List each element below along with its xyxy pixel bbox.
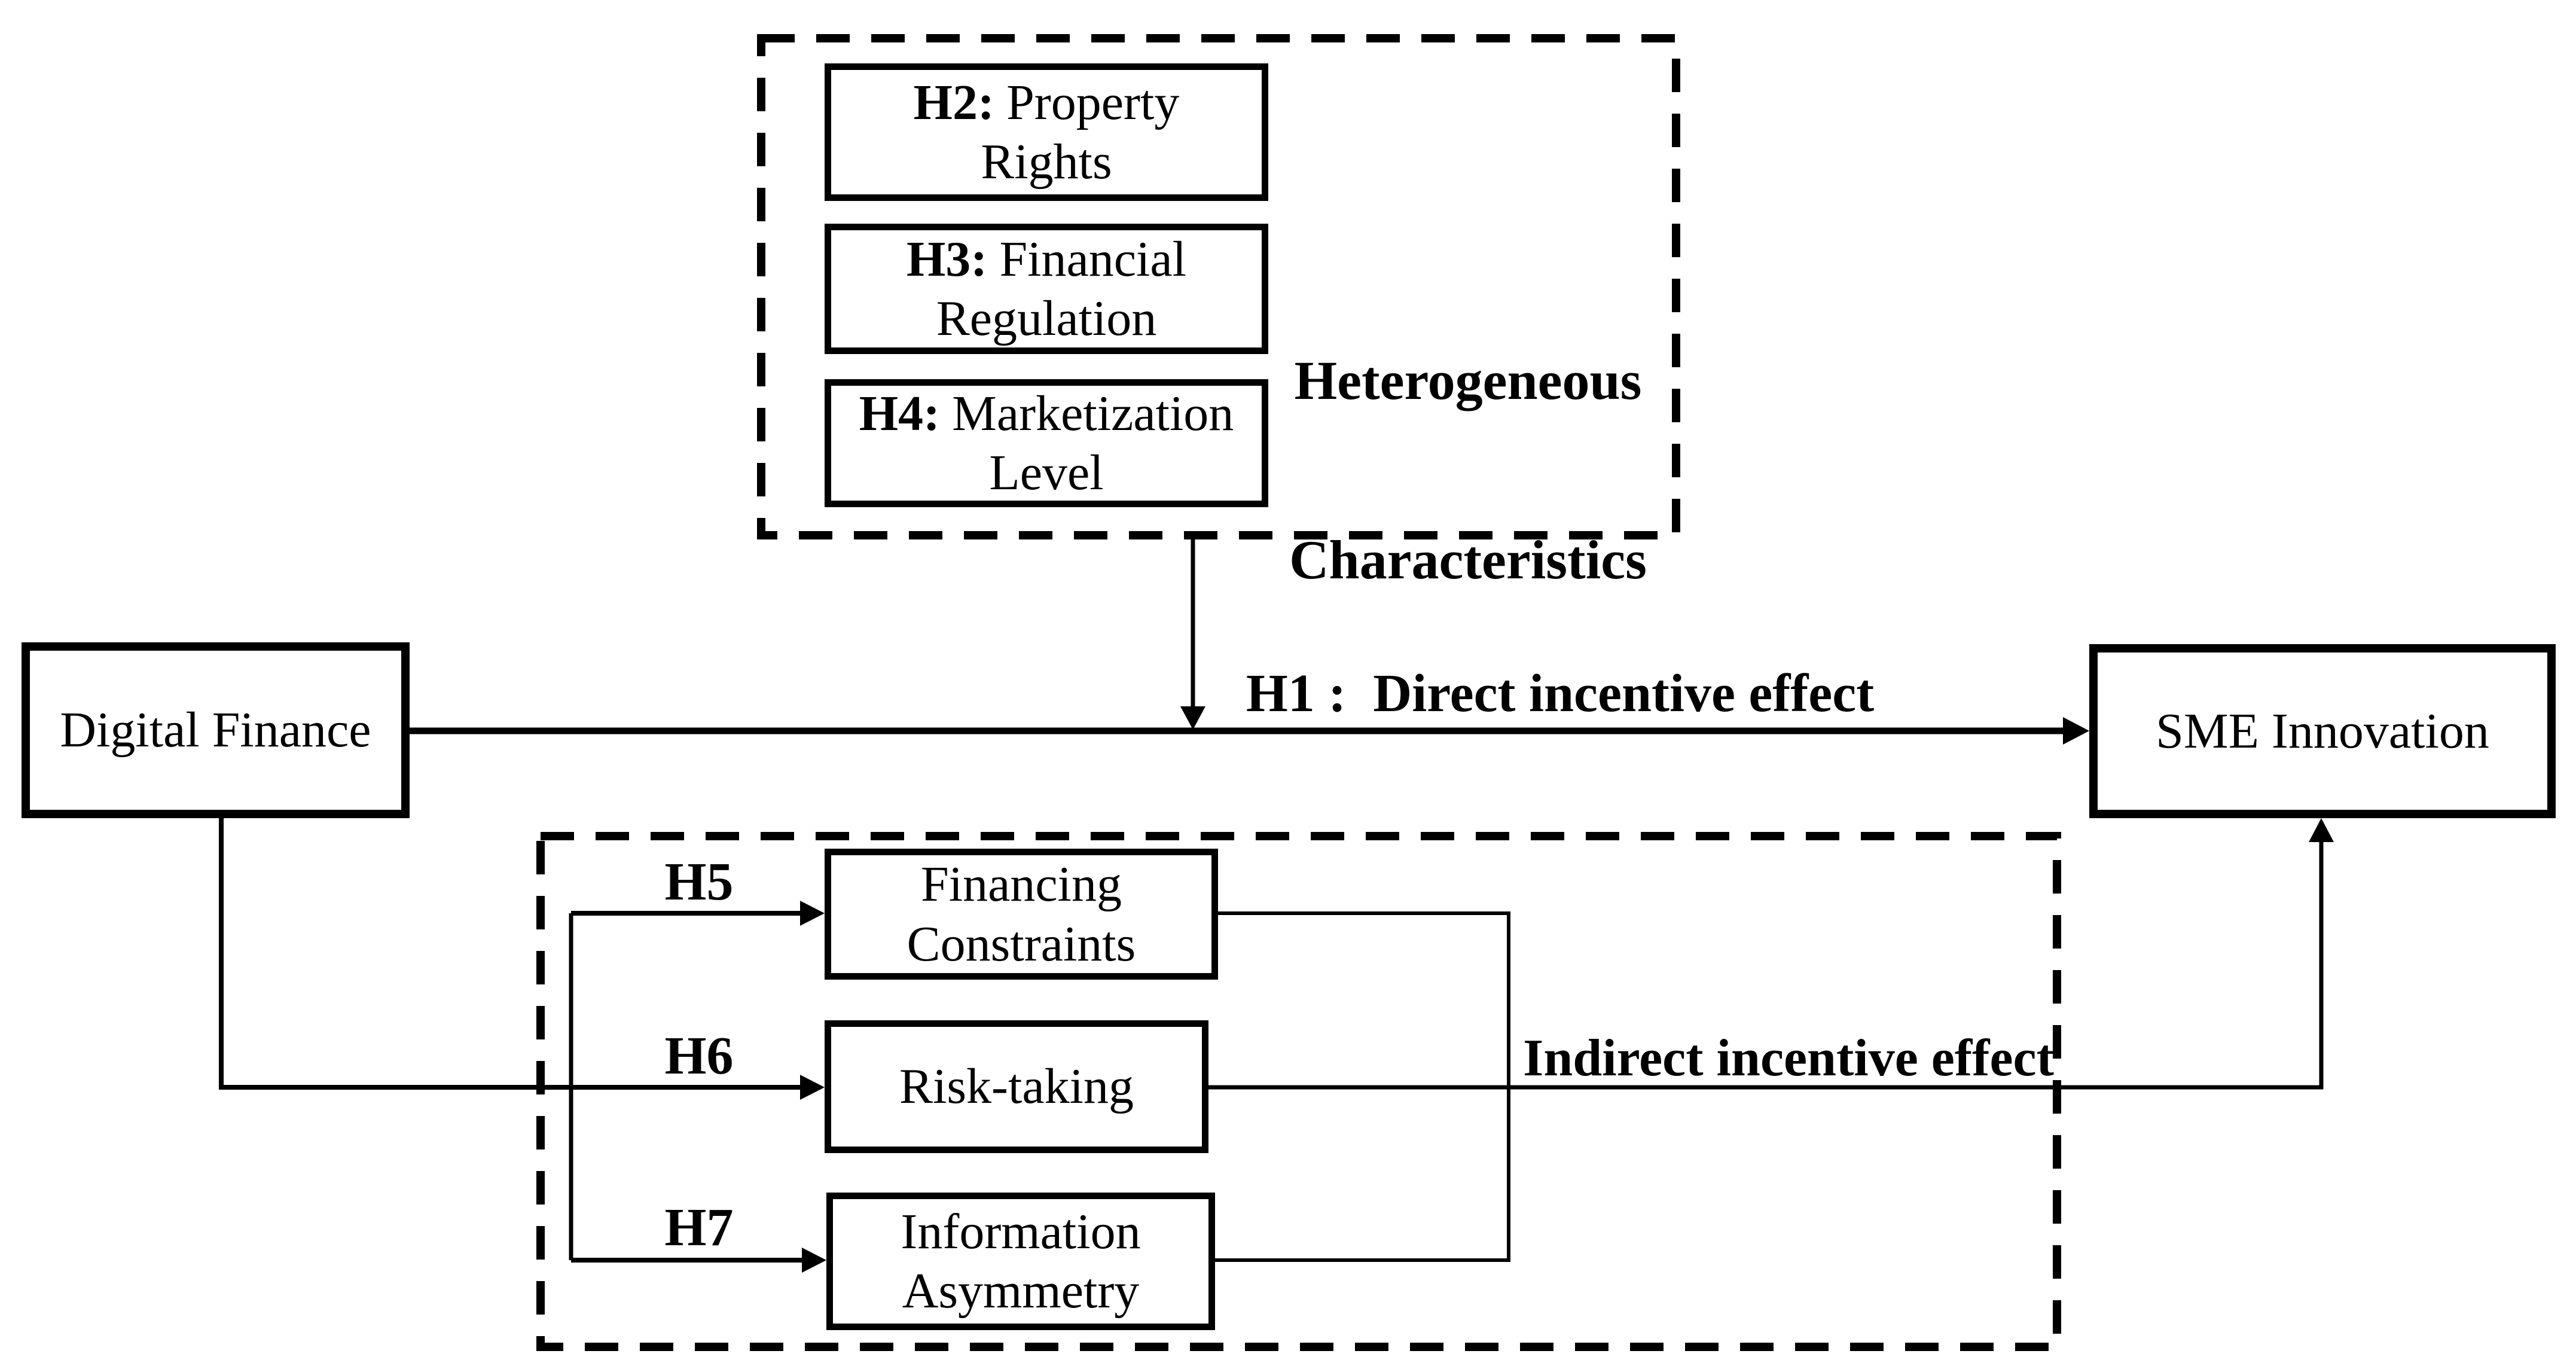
- h5-arrowhead: [800, 901, 825, 926]
- mediator-box-risk-taking: Risk-taking: [825, 1020, 1208, 1153]
- mediator-line: Risk-taking: [899, 1059, 1134, 1115]
- moderator-line: Rights: [981, 134, 1112, 190]
- moderator-box-property-rights: H2:Property Rights: [825, 63, 1268, 201]
- indirect-path-line: [1208, 840, 2324, 1090]
- moderator-box-marketization-level: H4:Marketization Level: [825, 379, 1268, 507]
- moderators-title-line1: Heterogeneous: [1294, 350, 1642, 411]
- moderation-arrowhead: [1180, 706, 1205, 730]
- moderators-dashed-frame: [757, 34, 1680, 539]
- moderator-line: H3:Financial: [906, 231, 1187, 287]
- moderator-box-financial-regulation: H3:Financial Regulation: [825, 224, 1268, 354]
- moderators-title: Heterogeneous Characteristics: [1199, 231, 1737, 709]
- mediators-dashed-frame: [536, 832, 2061, 1351]
- h7-arrowhead: [802, 1248, 826, 1273]
- direct-effect-label: H1 : Direct incentive effect: [1246, 664, 1875, 723]
- dependent-variable-box: SME Innovation: [2089, 644, 2556, 818]
- dependent-variable-label: SME Innovation: [2156, 703, 2489, 759]
- moderator-line: H4:Marketization: [859, 385, 1234, 441]
- hypothesis-tag: H3:: [906, 231, 988, 287]
- independent-variable-label: Digital Finance: [60, 702, 371, 758]
- h6-hypothesis-label: H6: [664, 1026, 734, 1086]
- indirect-effect-label: Indirect incentive effect: [1523, 1029, 2054, 1087]
- moderator-line: Level: [989, 445, 1104, 501]
- mediator-box-financing-constraints: Financing Constraints: [825, 849, 1218, 980]
- mediator-line: Information: [901, 1203, 1141, 1260]
- h6-arrowhead: [800, 1075, 825, 1100]
- moderator-line: Regulation: [936, 291, 1157, 346]
- moderator-line: H2:Property: [913, 74, 1180, 130]
- mediator-line: Financing: [921, 856, 1122, 913]
- df-stem-line: [219, 818, 805, 1090]
- mediator-line: Constraints: [907, 916, 1136, 972]
- moderators-title-line2: Characteristics: [1289, 529, 1647, 590]
- hypothesis-tag: H2:: [913, 74, 994, 130]
- h7-hypothesis-label: H7: [664, 1198, 734, 1257]
- hypothesis-tag: H4:: [859, 385, 940, 441]
- mediator-line: Asymmetry: [902, 1263, 1140, 1319]
- mediator-box-information-asymmetry: Information Asymmetry: [826, 1193, 1215, 1330]
- independent-variable-box: Digital Finance: [22, 642, 410, 818]
- indirect-arrowhead: [2309, 818, 2334, 842]
- h1-arrowhead: [2063, 717, 2089, 745]
- h5-hypothesis-label: H5: [664, 852, 734, 911]
